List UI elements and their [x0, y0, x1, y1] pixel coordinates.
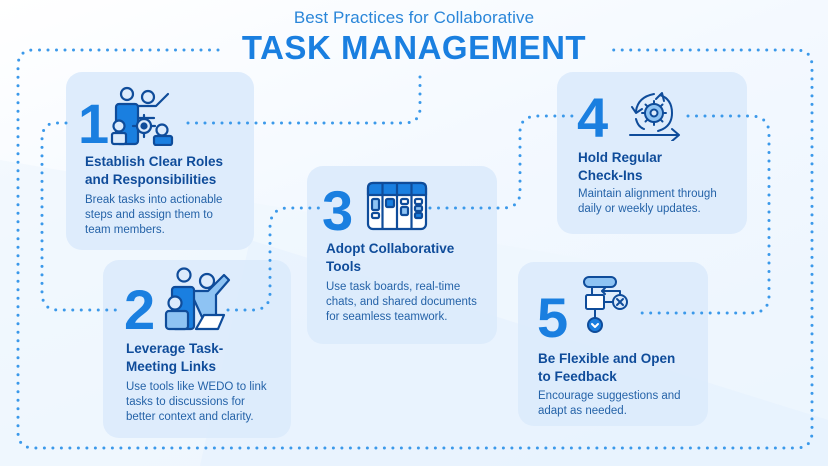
step-title-3: Adopt Collaborative Tools — [326, 241, 455, 274]
step-card-5 — [518, 262, 708, 426]
step-desc-2: Use tools like WEDO to link tasks to dis… — [126, 381, 267, 423]
step-number-3: 3 — [322, 179, 354, 242]
header-title: TASK MANAGEMENT — [241, 29, 587, 66]
step-card-2 — [103, 260, 291, 438]
step-title-4: Hold Regular Check-Ins — [578, 150, 663, 183]
flowchart-decision-icon — [583, 276, 628, 333]
header-subtitle: Best Practices for Collaborative — [293, 8, 535, 27]
step-number-2: 2 — [124, 278, 156, 341]
step-title-2: Leverage Task- Meeting Links — [126, 341, 224, 374]
step-desc-5: Encourage suggestions and adapt as neede… — [538, 390, 681, 417]
step-card-4 — [557, 72, 747, 234]
step-desc-4: Maintain alignment through daily or week… — [578, 188, 717, 215]
step-number-1: 1 — [78, 92, 110, 155]
step-title-5: Be Flexible and Open to Feedback — [538, 351, 676, 384]
step-desc-1: Break tasks into actionable steps and as… — [85, 194, 223, 236]
step-number-4: 4 — [577, 86, 609, 149]
step-title-1: Establish Clear Roles and Responsibiliti… — [85, 154, 224, 187]
kanban-board-icon — [366, 181, 428, 231]
step-number-5: 5 — [537, 286, 569, 349]
gear-cycle-icon — [629, 92, 680, 141]
meeting-presentation-icon — [164, 267, 231, 331]
step-desc-3: Use task boards, real-time chats, and sh… — [326, 281, 477, 323]
team-target-icon — [110, 86, 174, 146]
